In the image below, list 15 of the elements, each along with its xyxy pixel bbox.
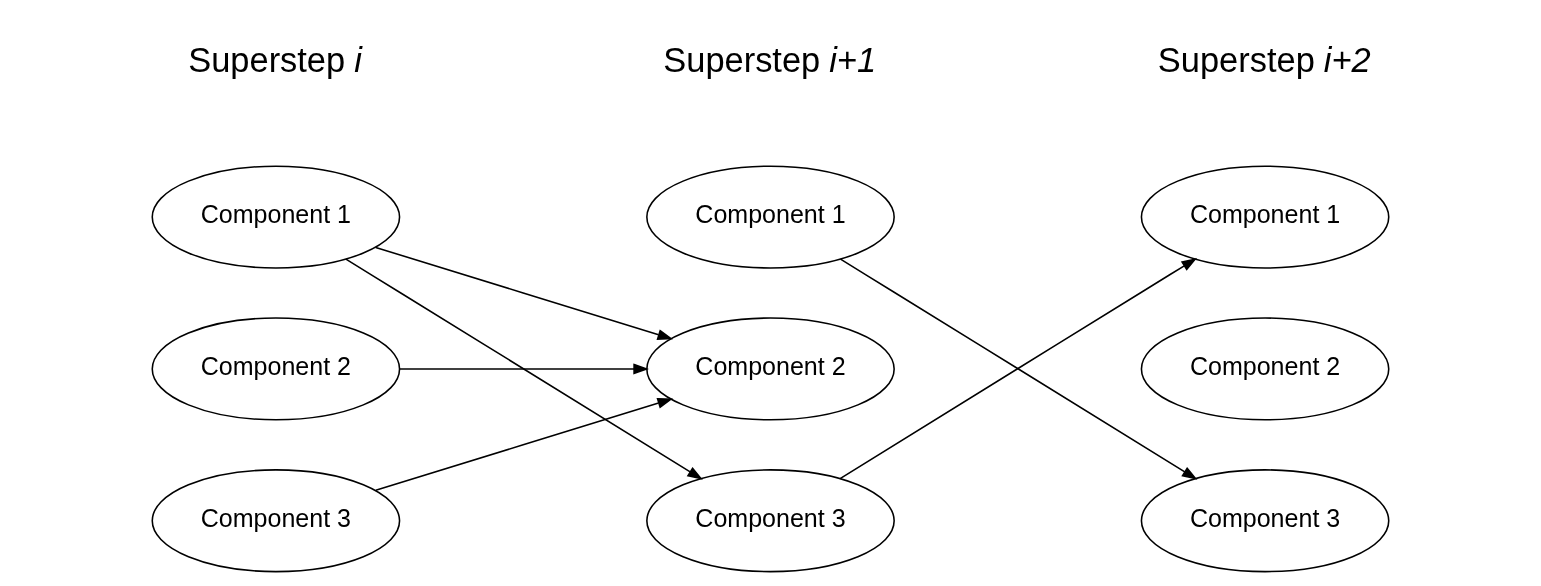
label: Superstep i+2 <box>1157 41 1371 80</box>
arrow <box>398 363 649 375</box>
label: Superstep i <box>188 41 362 80</box>
node-ellipse: Component 3 <box>1140 469 1390 573</box>
node-ellipse: Component 2 <box>1140 317 1390 421</box>
node-ellipse: Component 1 <box>151 165 401 269</box>
label: Superstep i+1 <box>663 41 877 80</box>
node-ellipse: Component 3 <box>646 469 895 573</box>
arrow <box>374 246 674 340</box>
arrow <box>345 258 703 480</box>
node-ellipse: Component 2 <box>646 317 895 421</box>
node-ellipse: Component 1 <box>646 165 895 269</box>
node-ellipse: Component 3 <box>151 469 401 573</box>
node-ellipse: Component 2 <box>151 317 401 421</box>
arrow <box>374 397 674 492</box>
